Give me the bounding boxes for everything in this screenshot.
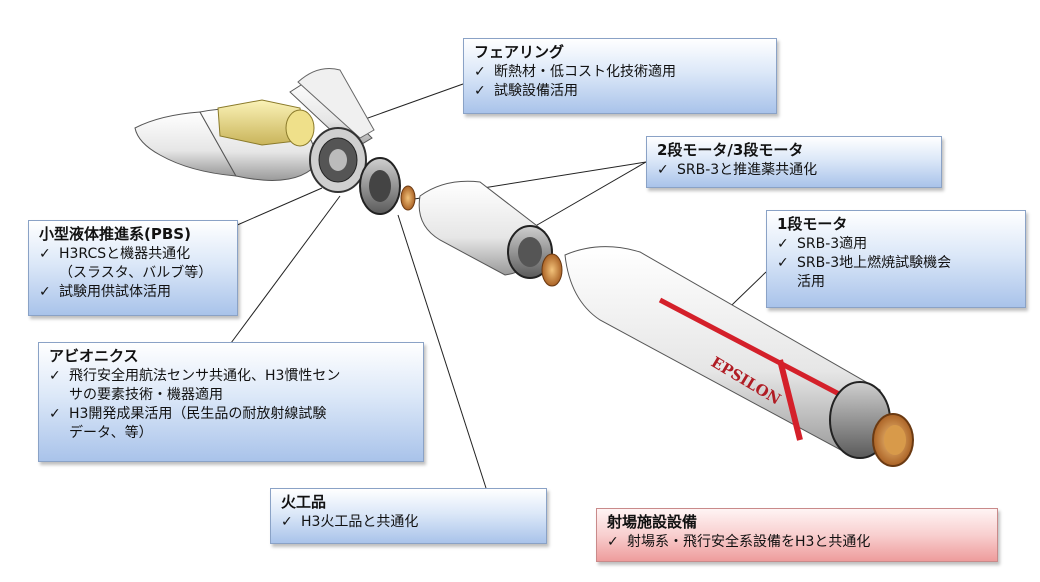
fairing-callout: フェアリング 断熱材・低コスト化技術適用 試験設備活用 — [463, 38, 777, 114]
callout-item-cont: 活用 — [777, 273, 1017, 292]
callout-title: 小型液体推進系(PBS) — [39, 225, 191, 243]
callout-title: 1段モータ — [777, 215, 848, 233]
callout-item-cont: （スラスタ、バルブ等） — [39, 264, 229, 283]
callout-item-cont: サの要素技術・機器適用 — [49, 386, 415, 405]
callout-item: SRB-3と推進薬共通化 — [657, 161, 933, 180]
callout-item: H3RCSと機器共通化 — [39, 245, 229, 264]
launch-site-callout: 射場施設設備 射場系・飛行安全系設備をH3と共通化 — [596, 508, 998, 562]
rocket-image: EPSILON — [134, 68, 914, 467]
callout-item: 射場系・飛行安全系設備をH3と共通化 — [607, 533, 989, 552]
callout-item: 断熱材・低コスト化技術適用 — [474, 63, 768, 82]
callout-title: 2段モータ/3段モータ — [657, 141, 804, 159]
pbs-callout: 小型液体推進系(PBS) H3RCSと機器共通化 （スラスタ、バルブ等） 試験用… — [28, 220, 238, 316]
callout-item: 試験用供試体活用 — [39, 283, 229, 302]
callout-title: アビオニクス — [49, 347, 139, 365]
callout-title: 火工品 — [281, 493, 327, 511]
callout-item-text: （スラスタ、バルブ等） — [59, 265, 213, 281]
callout-item-text: データ、等） — [69, 425, 153, 441]
pyro-callout: 火工品 H3火工品と共通化 — [270, 488, 547, 544]
callout-item: 試験設備活用 — [474, 82, 768, 101]
avionics-callout: アビオニクス 飛行安全用航法センサ共通化、H3慣性セン サの要素技術・機器適用 … — [38, 342, 424, 462]
callout-item: SRB-3地上燃焼試験機会 — [777, 254, 1017, 273]
fairing-nose — [134, 111, 237, 177]
callout-item: H3火工品と共通化 — [281, 513, 538, 532]
callout-item: SRB-3適用 — [777, 235, 1017, 254]
stage23-callout: 2段モータ/3段モータ SRB-3と推進薬共通化 — [646, 136, 942, 188]
fairing-petal-upper2 — [297, 68, 375, 139]
stage1-callout: 1段モータ SRB-3適用 SRB-3地上燃焼試験機会 活用 — [766, 210, 1026, 308]
callout-item-text: 活用 — [797, 274, 825, 290]
callout-item-cont: データ、等） — [49, 424, 415, 443]
red-stripe — [658, 297, 862, 408]
callout-item-text: サの要素技術・機器適用 — [69, 387, 223, 403]
callout-title: 射場施設設備 — [607, 513, 698, 531]
callout-item: H3開発成果活用（民生品の耐放射線試験 — [49, 405, 415, 424]
callout-title: フェアリング — [474, 43, 565, 61]
callout-item: 飛行安全用航法センサ共通化、H3慣性セン — [49, 367, 415, 386]
